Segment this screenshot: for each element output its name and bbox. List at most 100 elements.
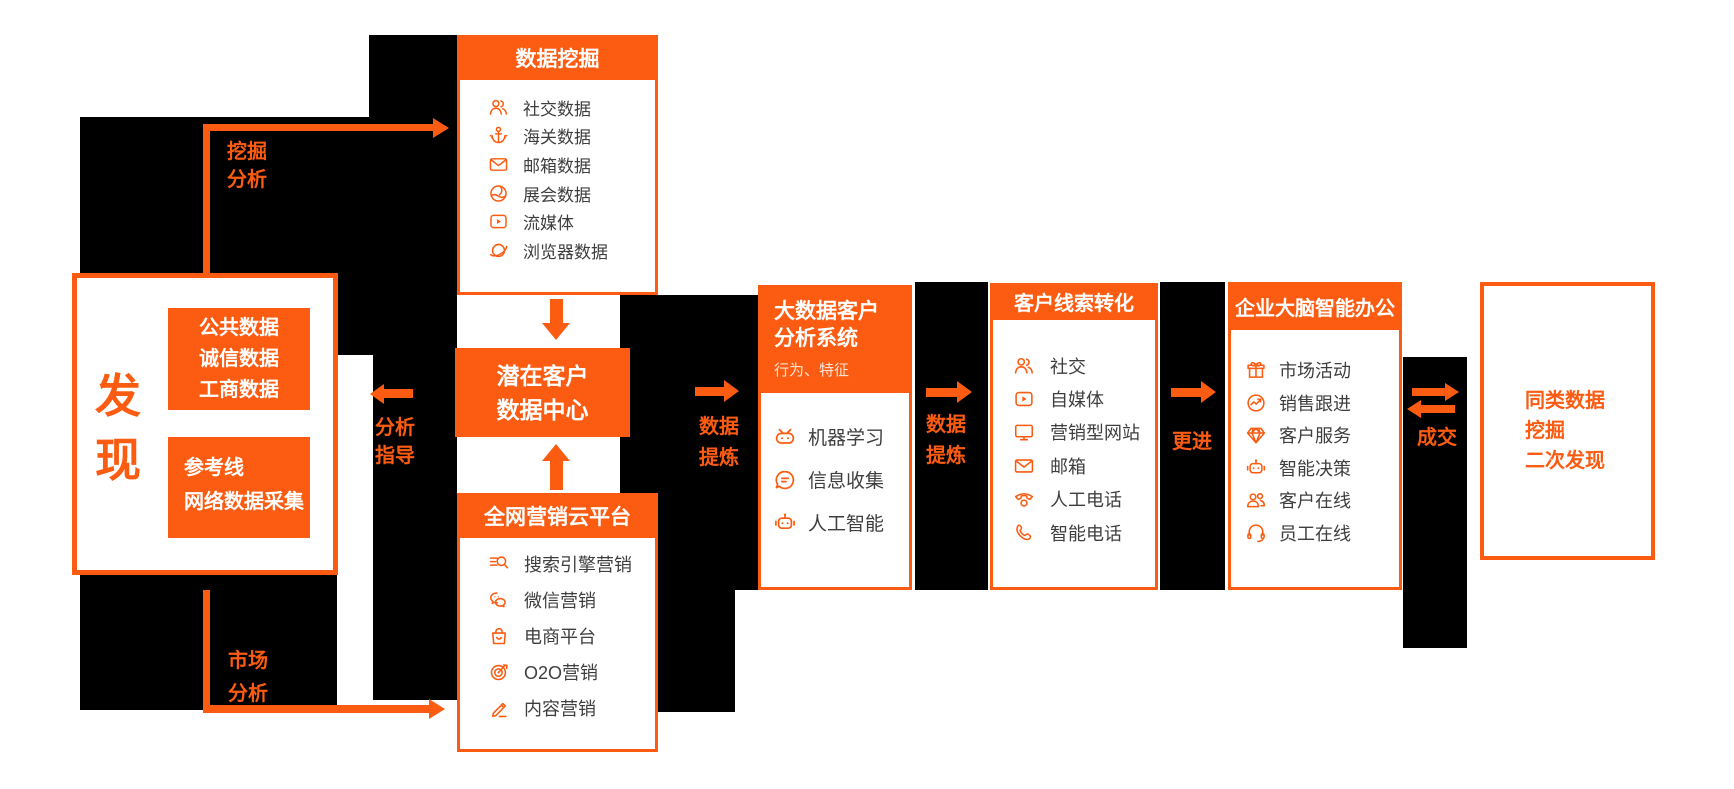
data-mining-header: 数据挖掘 xyxy=(457,35,658,80)
discover-title-char: 发 xyxy=(95,370,141,422)
item-label: 人工智能 xyxy=(808,514,885,535)
stream-icon xyxy=(1013,388,1035,410)
list-item: 客户服务 xyxy=(1231,419,1399,452)
handset-icon xyxy=(1013,522,1035,544)
bigdata-title-line: 大数据客户 xyxy=(774,300,879,323)
item-label: 邮箱数据 xyxy=(523,156,591,176)
deal-arrow-right-shaft xyxy=(1412,388,1445,396)
discover-title-char: 现 xyxy=(95,434,141,486)
trend-icon xyxy=(1245,392,1267,414)
reference-data-line: 参考线 xyxy=(184,457,244,479)
refine1-arrow-head-icon xyxy=(724,380,739,402)
list-item: 搜索引擎营销 xyxy=(460,546,655,582)
item-label: 智能决策 xyxy=(1279,458,1351,479)
list-item: 智能电话 xyxy=(993,516,1155,549)
mining-arrow-horizontal xyxy=(203,124,433,131)
list-item: 流媒体 xyxy=(460,207,655,236)
item-label: 客户在线 xyxy=(1279,491,1351,512)
item-label: 信息收集 xyxy=(808,471,885,492)
list-item: 社交数据 xyxy=(460,93,655,122)
public-data-line: 诚信数据 xyxy=(199,348,279,370)
list-item: 信息收集 xyxy=(761,458,909,501)
list-item: 社交 xyxy=(993,349,1155,382)
group-icon xyxy=(1245,489,1267,511)
deal-arrow-left-shaft xyxy=(1421,405,1455,413)
item-label: 海关数据 xyxy=(523,128,591,148)
follow-up-label: 更进 xyxy=(1172,431,1212,453)
item-label: 社交数据 xyxy=(523,99,591,119)
up-arrow-shaft xyxy=(550,461,563,490)
deal-label: 成交 xyxy=(1417,427,1457,449)
followup-arrow-shaft xyxy=(1171,388,1201,397)
background-block xyxy=(1160,282,1225,590)
list-item: 营销型网站 xyxy=(993,416,1155,449)
item-label: 销售跟进 xyxy=(1279,393,1351,414)
marketing-cloud-header: 全网营销云平台 xyxy=(457,493,658,538)
item-label: 微信营销 xyxy=(524,591,596,611)
followup-arrow-head-icon xyxy=(1201,381,1216,403)
data-mining-box: 数据挖掘 社交数据海关数据邮箱数据展会数据流媒体浏览器数据 xyxy=(457,35,658,295)
market-arrow-vertical xyxy=(203,590,210,713)
robot-icon xyxy=(773,425,797,449)
headset-icon xyxy=(1245,522,1267,544)
refine1-arrow-shaft xyxy=(695,387,724,396)
item-label: 搜索引擎营销 xyxy=(524,555,632,575)
anchor-icon xyxy=(488,125,509,146)
gift-icon xyxy=(1245,359,1267,381)
market-arrow-head-icon xyxy=(429,699,445,719)
item-label: 邮箱 xyxy=(1050,456,1086,477)
item-label: 自媒体 xyxy=(1050,390,1104,411)
deal-arrow-right-head-icon xyxy=(1445,383,1459,401)
background-block xyxy=(369,35,457,117)
potential-customer-box: 潜在客户 数据中心 xyxy=(455,348,630,437)
rediscovery-box: 同类数据 挖掘 二次发现 xyxy=(1480,282,1655,560)
item-label: 电商平台 xyxy=(524,627,596,647)
bigdata-subtitle: 行为、特征 xyxy=(774,362,850,379)
list-item: 微信营销 xyxy=(460,582,655,618)
public-data-line: 工商数据 xyxy=(199,379,279,401)
bigdata-analysis-box: 大数据客户 分析系统 行为、特征 机器学习信息收集人工智能 xyxy=(758,285,912,590)
globe-icon xyxy=(488,183,509,204)
list-item: 内容营销 xyxy=(460,690,655,726)
browser-icon xyxy=(488,240,509,261)
enterprise-brain-body: 市场活动销售跟进客户服务智能决策客户在线员工在线 xyxy=(1228,330,1402,590)
guide-arrow-head-icon xyxy=(370,384,384,404)
reference-data-line: 网络数据采集 xyxy=(184,491,304,513)
refine2-arrow-shaft xyxy=(926,388,957,397)
ai-icon xyxy=(1245,457,1267,479)
search-icon xyxy=(488,553,510,575)
item-label: 浏览器数据 xyxy=(523,242,608,262)
list-item: 浏览器数据 xyxy=(460,236,655,265)
list-item: 人工电话 xyxy=(993,483,1155,516)
bag-icon xyxy=(488,625,510,647)
item-label: 流媒体 xyxy=(523,214,574,234)
item-label: O2O营销 xyxy=(524,663,599,683)
item-label: 社交 xyxy=(1050,356,1086,377)
bigdata-title-line: 分析系统 xyxy=(774,327,858,350)
list-item: 邮箱 xyxy=(993,449,1155,482)
discover-title: 发 现 xyxy=(95,364,141,492)
market-arrow-horizontal xyxy=(203,705,429,713)
mail-icon xyxy=(1013,455,1035,477)
item-label: 客户服务 xyxy=(1279,426,1351,447)
background-block xyxy=(373,355,457,700)
potential-line: 潜在客户 xyxy=(496,363,589,389)
list-item: 员工在线 xyxy=(1231,517,1399,550)
leads-conversion-box: 客户线索转化 社交自媒体营销型网站邮箱人工电话智能电话 xyxy=(990,283,1158,590)
marketing-cloud-title: 全网营销云平台 xyxy=(484,505,631,529)
target-icon xyxy=(488,661,510,683)
people-icon xyxy=(488,97,509,118)
monitor-icon xyxy=(1013,421,1035,443)
list-item: 人工智能 xyxy=(761,501,909,544)
list-item: 自媒体 xyxy=(993,382,1155,415)
leads-conversion-body: 社交自媒体营销型网站邮箱人工电话智能电话 xyxy=(990,320,1158,590)
pen-icon xyxy=(488,697,510,719)
bigdata-analysis-body: 机器学习信息收集人工智能 xyxy=(758,393,912,590)
mining-analysis-label: 挖掘 分析 xyxy=(227,141,267,191)
public-data-box: 公共数据 诚信数据 工商数据 xyxy=(168,308,310,410)
mining-arrow-head-icon xyxy=(433,118,449,138)
up-arrow-head-icon xyxy=(542,444,570,461)
enterprise-brain-title: 企业大脑智能办公 xyxy=(1235,297,1395,320)
deal-arrow-left-head-icon xyxy=(1407,400,1421,418)
